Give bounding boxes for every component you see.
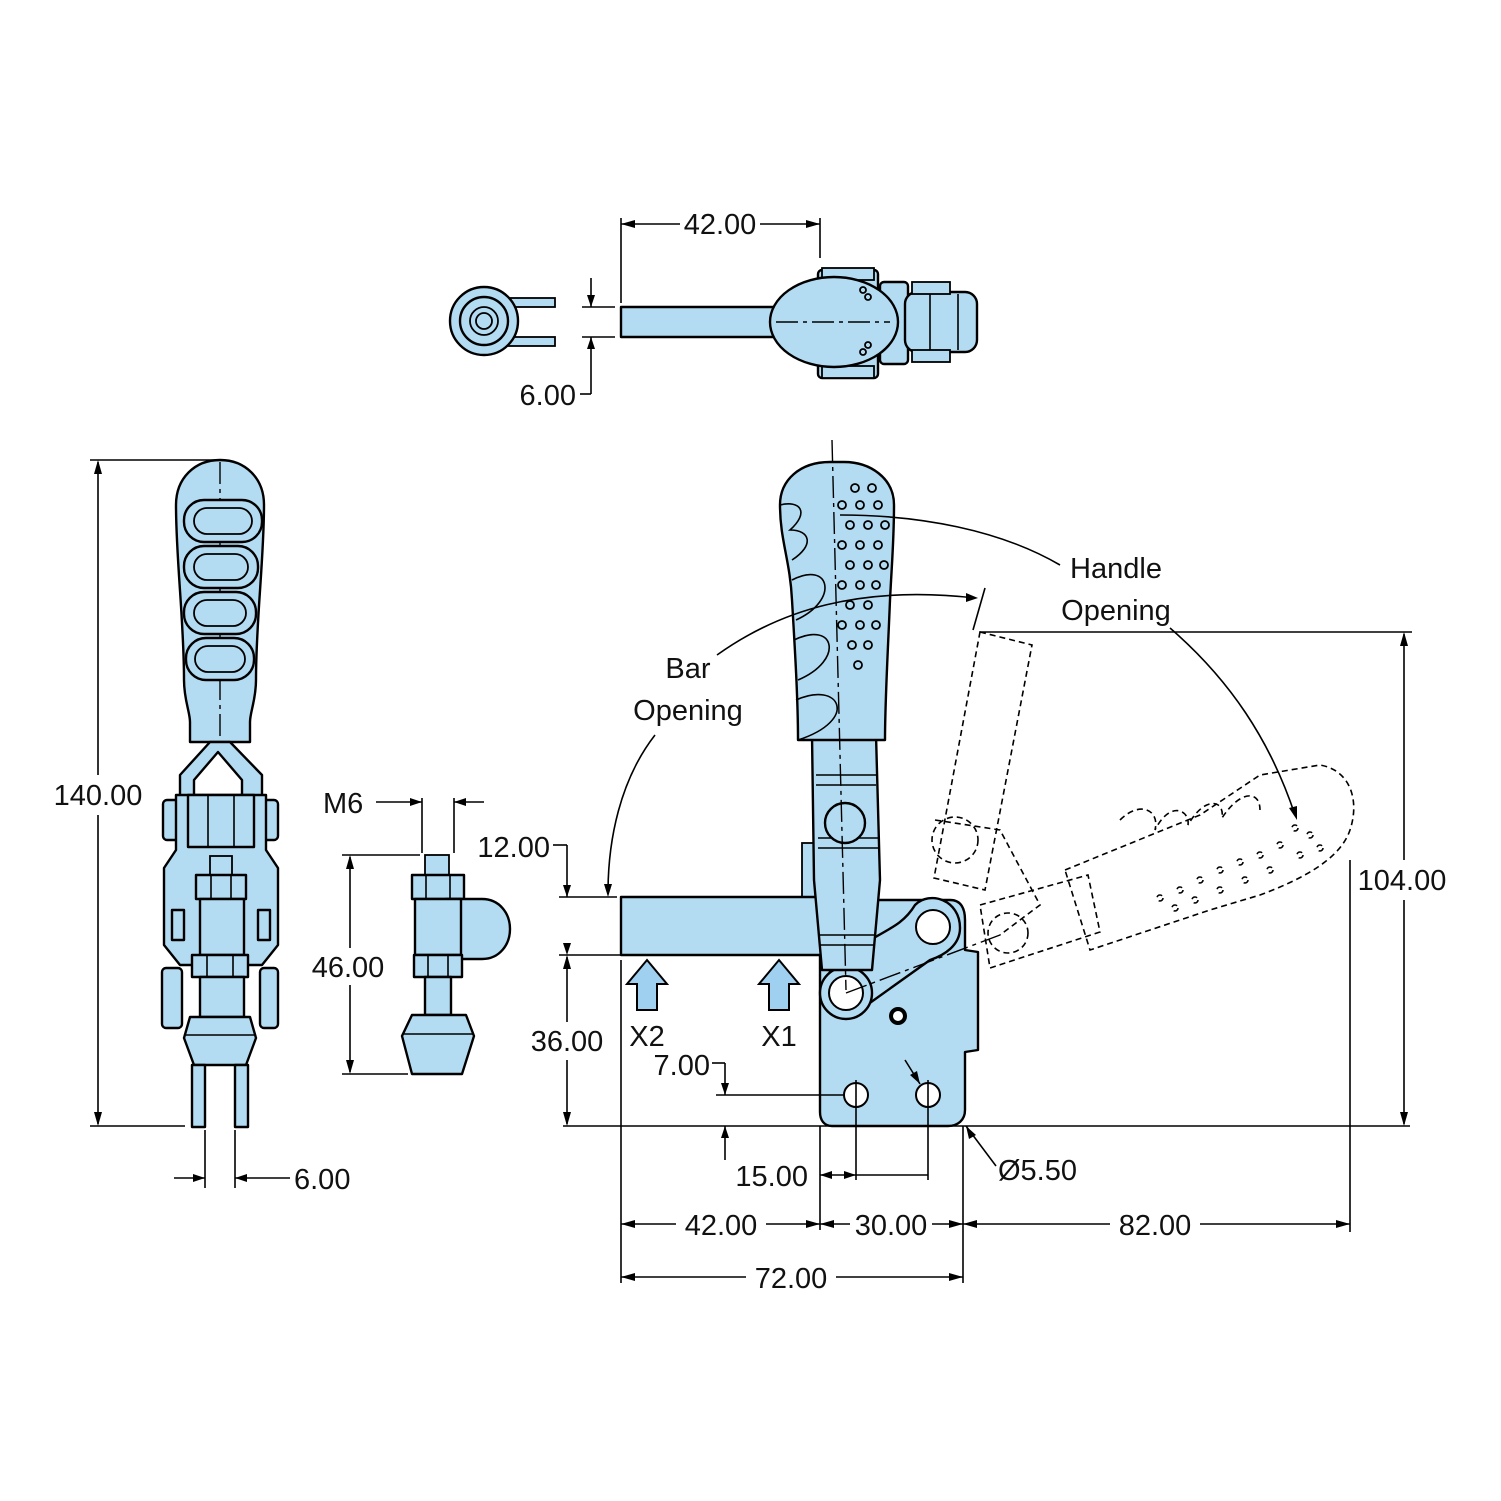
dim-bar-thickness: 12.00 [477,832,800,956]
opened-position-ghost [931,631,1355,970]
dim-bar-length: 42.00 [621,1210,820,1242]
dim-hole-offset-h-label: 15.00 [735,1161,808,1193]
dim-hole-offset-v: 7.00 [654,1050,845,1160]
dim-bar-height-label: 36.00 [531,1026,604,1058]
dim-hole-diameter: Ø5.50 [904,1059,1077,1187]
clamping-bar [619,895,823,957]
dim-overall-height: 140.00 [54,459,215,1127]
front-view: 140.00 6.00 [54,458,350,1196]
dim-bar-height: 36.00 [531,955,604,1126]
handle-grip-dots [837,483,890,670]
handle-closed [778,439,896,991]
dim-bar-length-label: 42.00 [685,1210,758,1242]
dim-hole-spacing: 30.00 [820,1210,963,1242]
dim-thread: M6 [323,788,484,853]
dim-handle-reach: 82.00 [963,1210,1350,1242]
spindle-end-view [448,285,556,357]
bar-opening-label-2: Opening [633,695,743,727]
dim-top-width-label: 42.00 [684,209,757,241]
dim-handle-height-label: 104.00 [1358,865,1447,897]
dim-hole-diameter-label: Ø5.50 [998,1155,1077,1187]
dim-top-bar-thickness-label: 6.00 [520,380,576,412]
force-x1-label: X1 [761,1021,796,1053]
force-arrow-x2 [624,958,670,1011]
dim-top-width: 42.00 [620,209,821,303]
dim-base-to-bar-end-label: 72.00 [755,1263,828,1295]
dim-spindle-width-label: 6.00 [294,1164,350,1196]
bar-opening-label-1: Bar [665,653,710,685]
spindle-detail: M6 46.00 [312,788,512,1076]
top-view: 42.00 6.00 [448,209,979,412]
top-view-bar [619,305,783,339]
dim-spindle-length: 46.00 [312,854,420,1075]
dim-overall-height-label: 140.00 [54,780,143,812]
dim-top-bar-thickness: 6.00 [520,278,615,412]
side-view: Handle Opening Bar Opening X2 X1 12.00 3… [477,439,1447,1295]
dim-bar-thickness-label: 12.00 [477,832,550,864]
force-arrow-x1 [756,958,802,1011]
dim-thread-label: M6 [323,788,363,820]
dim-hole-offset-h: 15.00 [735,1161,856,1193]
front-view-linkage [160,740,280,1129]
dim-hole-spacing-label: 30.00 [855,1210,928,1242]
handle-opening-label-2: Opening [1061,595,1171,627]
dim-handle-reach-label: 82.00 [1119,1210,1192,1242]
force-x2-label: X2 [629,1021,664,1053]
handle-opening-label-1: Handle [1070,553,1162,585]
top-view-body [768,267,979,380]
dim-hole-offset-v-label: 7.00 [654,1050,710,1082]
dim-base-to-bar-end: 72.00 [621,1263,963,1295]
dim-handle-height: 104.00 [980,631,1447,1126]
dim-spindle-width: 6.00 [174,1130,350,1196]
dim-spindle-length-label: 46.00 [312,952,385,984]
